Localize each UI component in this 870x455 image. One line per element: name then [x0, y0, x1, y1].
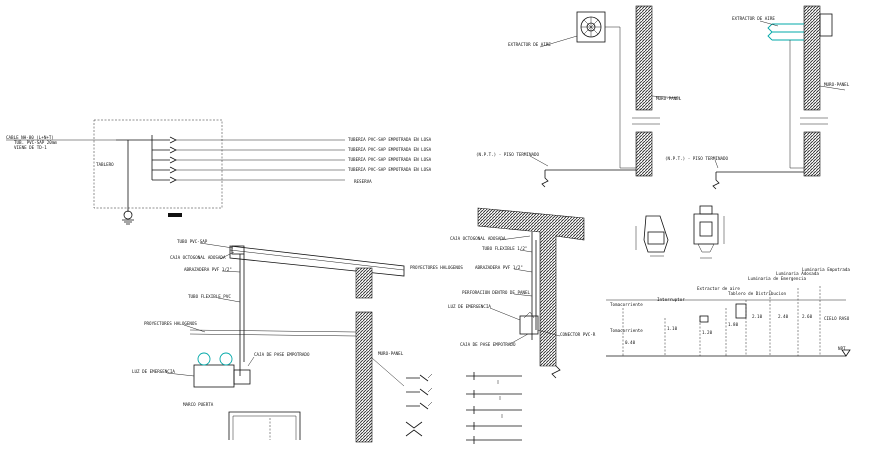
outlet-box	[233, 369, 251, 385]
wall-upper	[355, 267, 373, 299]
lamp-right-icon	[219, 352, 233, 366]
label-cielo-raso: CIELO RASO	[824, 316, 850, 321]
label-tomacorriente-1: Tomacorriente	[610, 302, 643, 307]
label-luz-emergencia: LUZ DE EMERGENCIA	[132, 369, 175, 374]
mounting-heights-elevation: Tomacorriente Tomacorriente Interruptor …	[606, 267, 851, 357]
symbol-legend-outlets	[466, 372, 522, 444]
single-line-diagram: CABLE NH-80 (L+N+T) TUB. PVC-SAP 20mm VI…	[6, 119, 432, 225]
label-luz-emergencia-right: LUZ DE EMERGENCIA	[448, 304, 491, 309]
fixture-clamp-detail	[635, 205, 725, 259]
circuit-c1: TUBERIA PVC-SAP EMPOTRADA EN LOSA	[348, 137, 432, 142]
ceiling-wall-detail: CAJA OCTOGONAL ADOSADA TUBO FLEXIBLE 1/2…	[410, 207, 596, 379]
emergency-light-box	[193, 364, 235, 388]
emergency-light-icon	[519, 315, 539, 335]
label-caja-paso: CAJA DE PASE EMPOTRADO	[254, 352, 310, 357]
emergency-light-section: TUBO PVC-SAP CAJA OCTOGONAL ADOSADA ABRA…	[132, 239, 405, 443]
label-tomacorriente-2: Tomacorriente	[610, 328, 643, 333]
height-260: 2.60	[802, 314, 813, 319]
label-luminaria-3: Luminaria Empotrada	[802, 267, 850, 272]
label-conector: CONECTOR PVC-R	[560, 332, 596, 337]
label-tubo-flexible-right: TUBO FLEXIBLE 1/2"	[482, 246, 527, 251]
cable-note-3: VIENE DE TD-1	[14, 145, 47, 150]
label-luminaria-1: Luminaria de Emergencia	[748, 276, 806, 281]
tablero-label: TABLERO	[96, 162, 114, 167]
height-210: 2.10	[752, 314, 763, 319]
height-110: 1.10	[667, 326, 678, 331]
label-reserva: RESERVA	[354, 179, 372, 184]
panel-boundary	[93, 119, 223, 209]
label-extractor-right: EXTRACTOR DE AIRE	[732, 16, 775, 21]
label-muro-panel-right: MURO-PANEL	[824, 82, 850, 87]
circuit-c4: TUBERIA PVC-SAP EMPOTRADA EN LOSA	[348, 167, 432, 172]
label-muro-panel-center: MURO-PANEL	[378, 351, 404, 356]
junction-box	[231, 245, 245, 255]
ground-symbol-icon	[123, 210, 133, 220]
wall-section-lower	[803, 131, 821, 177]
label-npt: (N.P.T.) - PISO TERMINADO	[476, 152, 540, 157]
label-caja-octogonal: CAJA OCTOGONAL ADOSADA	[170, 255, 226, 260]
label-interruptor: Interruptor	[657, 297, 685, 302]
wall-section	[803, 5, 821, 111]
label-abrazadera-right: ABRAZADERA PVF 1/2"	[475, 265, 523, 270]
wall-lower	[355, 311, 373, 443]
label-proyectores-right: PROYECTORES HALOGENOS	[410, 265, 463, 270]
lamp-left-icon	[197, 352, 211, 366]
label-extractor: EXTRACTOR DE AIRE	[508, 42, 551, 47]
height-180: 1.80	[728, 322, 739, 327]
label-tubo-pvc-sap: TUBO PVC-SAP	[177, 239, 208, 244]
label-muro-panel: MURO-PANEL	[656, 96, 682, 101]
wall-section	[635, 5, 653, 111]
label-extractor-pared: Extractor de aire	[697, 286, 740, 291]
label-abrazadera: ABRAZADERA PVF 1/2"	[184, 267, 232, 272]
circuit-c2: TUBERIA PVC-SAP EMPOTRADA EN LOSA	[348, 147, 432, 152]
symbol-legend-switches	[405, 373, 433, 437]
airflow-arrows-icon	[767, 23, 804, 41]
cable-note-1: CABLE NH-80 (L+N+T)	[6, 135, 54, 140]
label-npt-elevation: NPT	[838, 346, 846, 351]
extractor-detail-left: EXTRACTOR DE AIRE MURO-PANEL (N.P.T.) - …	[476, 5, 682, 188]
height-040: 0.40	[625, 340, 636, 345]
label-tubo-flexible: TUBO FLEXIBLE PVC	[188, 294, 231, 299]
scale-bar	[168, 213, 182, 217]
wall-section-lower	[635, 131, 653, 177]
cable-note-2: TUB. PVC-SAP 20mm	[14, 140, 57, 145]
label-caja-paso-right: CAJA DE PASE EMPOTRADO	[460, 342, 516, 347]
extractor-detail-right: EXTRACTOR DE AIRE MURO-PANEL (N.P.T.) - …	[665, 5, 850, 190]
extractor-fan-side-icon	[819, 13, 833, 37]
label-perforacion: PERFORACION DENTRO DE PANEL	[462, 290, 531, 295]
circuit-c3: TUBERIA PVC-SAP EMPOTRADA EN LOSA	[348, 157, 432, 162]
height-120: 1.20	[702, 330, 713, 335]
height-240: 2.40	[778, 314, 789, 319]
label-proyectores: PROYECTORES HALOGENOS	[144, 321, 197, 326]
label-luminaria-2: Luminaria Adosada	[776, 271, 819, 276]
label-caja-octogonal-right: CAJA OCTOGONAL ADOSADA	[450, 236, 506, 241]
label-npt-right: (N.P.T.) - PISO TERMINADO	[665, 156, 729, 161]
label-tablero-distribucion: Tablero de Distribucion	[728, 291, 786, 296]
label-marco-puerta: MARCO PUERTA	[183, 402, 214, 407]
